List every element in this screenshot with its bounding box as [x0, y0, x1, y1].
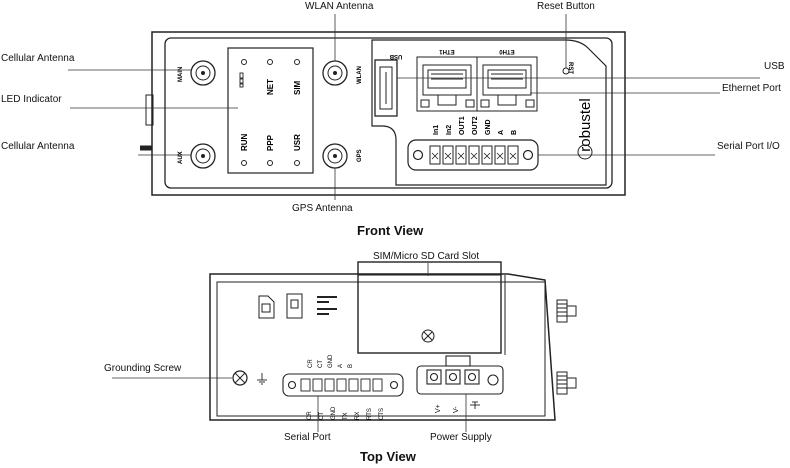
serial-pin-tx: TX	[343, 412, 349, 420]
ground-symbol-icon	[257, 373, 267, 385]
callout-cellular-antenna-main: Cellular Antenna	[1, 53, 75, 64]
wlan-antenna-connector	[322, 60, 348, 86]
callout-wlan-antenna: WLAN Antenna	[305, 1, 374, 12]
front-view-title: Front View	[357, 223, 424, 238]
signal-bars-icon	[239, 72, 244, 88]
led-block	[227, 47, 314, 174]
top-view-device: CR CT GND A B CR CT GND TX RX RTS CT	[209, 261, 577, 421]
wlan-label: WLAN	[357, 66, 363, 84]
serial-pin-rx: RX	[355, 412, 361, 420]
usb-port	[374, 59, 398, 117]
ethernet-port-eth1	[416, 56, 478, 112]
grounding-screw-icon	[232, 370, 248, 386]
led-ppp-label: PPP	[266, 134, 275, 151]
serial-pin-cts: CTS	[379, 408, 385, 420]
serial-pin-ct: CT	[319, 412, 325, 420]
aux-antenna-connector	[190, 143, 216, 169]
serial-pin-cr: CR	[307, 411, 313, 420]
power-ground-icon	[470, 401, 480, 409]
cover-screw-icon	[421, 329, 435, 343]
serial-top-pin-ct: CT	[318, 360, 324, 368]
callout-cellular-antenna-aux: Cellular Antenna	[1, 141, 75, 152]
brand-mark-icon	[577, 144, 593, 160]
front-outer-frame	[151, 31, 626, 196]
sim-card-icon	[258, 295, 275, 319]
io-pin-gnd: GND	[485, 119, 492, 135]
side-antenna-main	[556, 299, 577, 323]
power-pin-vminus: V-	[453, 406, 460, 413]
usb-panel-label: USB	[389, 53, 402, 59]
gps-label: GPS	[357, 149, 363, 162]
callout-usb: USB	[764, 61, 785, 72]
callout-reset-button: Reset Button	[537, 1, 595, 12]
serial-top-pin-cr: CR	[308, 359, 314, 368]
led-usr-label: USR	[293, 134, 302, 151]
eth0-label: ETH0	[499, 48, 515, 54]
aux-label: AUX	[178, 151, 184, 164]
power-pin-vplus: V+	[435, 404, 442, 413]
ethernet-port-eth0	[476, 56, 538, 112]
side-antenna-aux	[556, 371, 577, 395]
led-run-label: RUN	[240, 133, 249, 151]
sim-cover	[357, 261, 502, 354]
io-pin-a: A	[498, 130, 505, 135]
serial-top-pin-a: A	[338, 364, 344, 368]
top-inner-frame	[216, 281, 546, 417]
serial-top-pin-b: B	[348, 364, 354, 368]
serial-port-terminal	[282, 373, 404, 397]
serial-io-terminal	[407, 139, 539, 171]
main-label: MAIN	[178, 67, 184, 82]
callout-serial-port-io: Serial Port I/O	[717, 141, 780, 152]
callout-serial-port: Serial Port	[284, 432, 331, 443]
front-view-device: MAIN AUX NET SIM RUN PPP USR	[140, 31, 626, 196]
front-leader-lines	[68, 14, 760, 200]
callout-led-indicator: LED Indicator	[1, 94, 62, 105]
front-panel	[164, 37, 613, 189]
io-pin-b: B	[511, 130, 518, 135]
io-pin-out2: OUT2	[472, 116, 479, 135]
top-leader-lines	[112, 263, 467, 432]
io-pin-in2: In2	[446, 125, 453, 135]
power-supply-terminal	[416, 355, 504, 395]
callout-grounding-screw: Grounding Screw	[104, 363, 182, 374]
port-recess	[371, 39, 607, 186]
top-outer-frame	[209, 273, 556, 421]
serial-pin-gnd: GND	[331, 406, 337, 420]
eth1-label: ETH1	[439, 48, 455, 54]
brand-logo: robustel	[577, 98, 594, 151]
callout-gps-antenna: GPS Antenna	[292, 203, 353, 214]
callout-ethernet-port: Ethernet Port	[722, 83, 781, 94]
led-sim-label: SIM	[293, 80, 302, 95]
serial-top-pin-gnd: GND	[328, 354, 334, 368]
io-pin-out1: OUT1	[459, 116, 466, 135]
callout-power-supply: Power Supply	[430, 432, 492, 443]
led-dots	[241, 59, 300, 166]
sim-slot-marks	[317, 296, 337, 315]
gps-antenna-connector	[322, 143, 348, 169]
led-net-label: NET	[266, 79, 275, 95]
main-antenna-connector	[190, 60, 216, 86]
top-view-title: Top View	[360, 449, 416, 464]
side-tab	[145, 94, 154, 126]
callout-sim-slot: SIM/Micro SD Card Slot	[373, 251, 480, 262]
rst-label: RST	[567, 62, 573, 74]
io-pin-in1: In1	[433, 125, 440, 135]
sd-card-icon	[286, 293, 303, 319]
serial-pin-rts: RTS	[367, 408, 373, 420]
